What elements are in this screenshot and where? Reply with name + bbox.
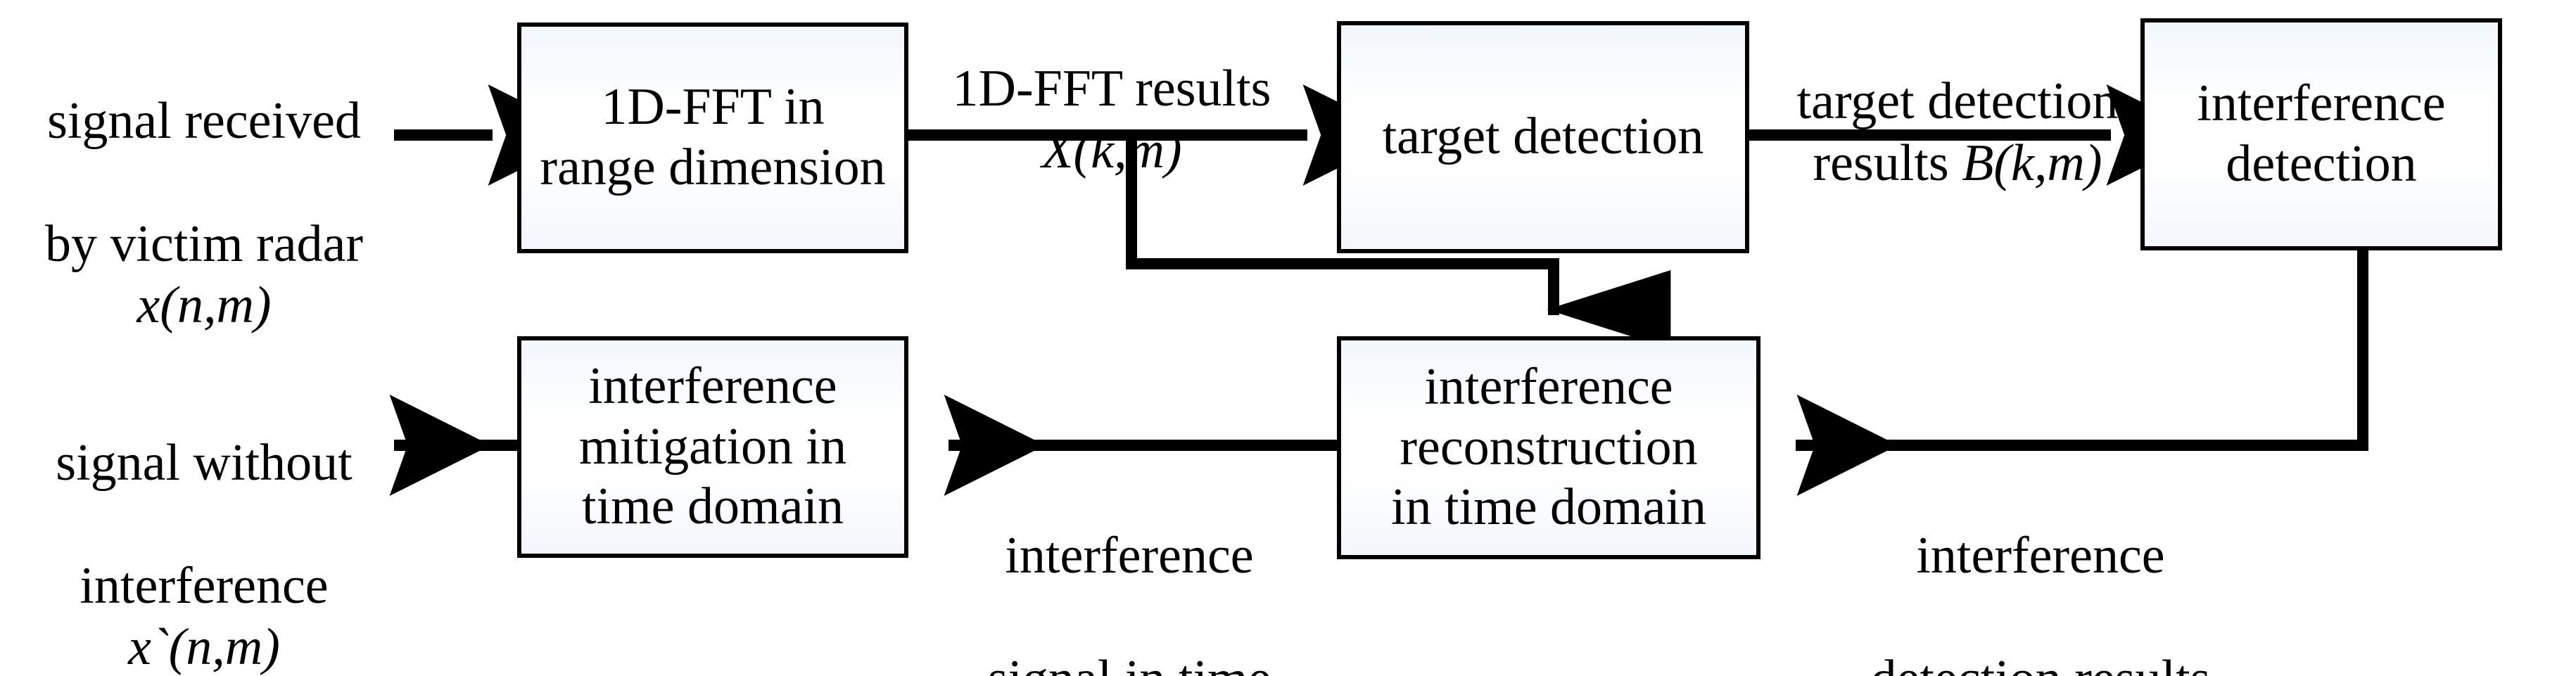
caption-line: signal received bbox=[47, 92, 361, 151]
caption-line: 1D-FFT results bbox=[952, 60, 1271, 118]
caption-input-signal: signal received by victim radar x(n,m) bbox=[7, 30, 401, 398]
edge-interfdet-reconstruct bbox=[1796, 244, 2368, 496]
caption-variable: B(k,m) bbox=[1962, 134, 2102, 192]
caption-line: target detection bbox=[1796, 72, 2119, 131]
caption-line: signal in time bbox=[988, 650, 1271, 676]
caption-line: detection results bbox=[1871, 650, 2211, 676]
caption-interference-signal: interference signal in time domain xIF(n… bbox=[922, 464, 1337, 676]
caption-line: by victim radar bbox=[44, 215, 364, 273]
node-target-detection[interactable]: target detection bbox=[1337, 21, 1749, 253]
caption-variable: x`(n,m) bbox=[128, 618, 280, 676]
caption-interference-detection-results: interference detection results I(k,m) bbox=[1801, 464, 2280, 676]
caption-line: interference bbox=[1916, 527, 2165, 585]
caption-variable: x(n,m) bbox=[137, 276, 272, 335]
caption-line: interference bbox=[80, 556, 329, 615]
caption-variable: X(k,m) bbox=[1041, 121, 1182, 179]
caption-line: results bbox=[1813, 134, 1962, 192]
caption-line: signal without bbox=[56, 434, 353, 492]
caption-output-signal: signal without interference x`(n,m) bbox=[7, 371, 401, 676]
caption-fft-results: 1D-FFT results X(k,m) bbox=[915, 0, 1309, 243]
caption-target-detection-results: target detection results B(k,m) bbox=[1753, 10, 2162, 255]
caption-line: interference bbox=[1005, 527, 1254, 585]
node-label: target detection bbox=[1382, 108, 1704, 166]
